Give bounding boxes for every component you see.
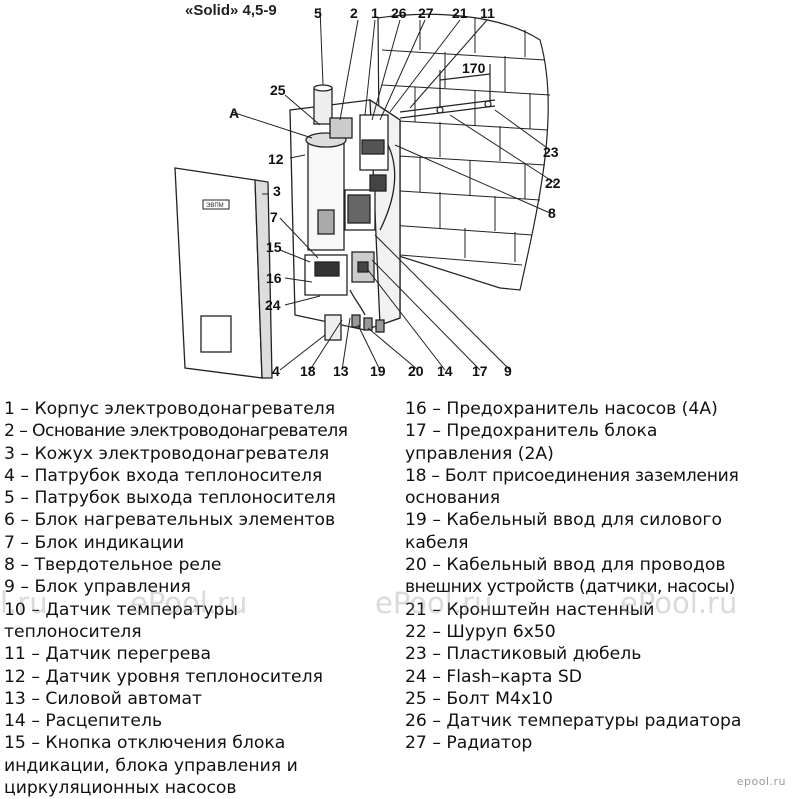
legend-item: 16 – Предохранитель насосов (4А) <box>405 399 718 419</box>
legend-item: 10 – Датчик температуры <box>4 599 239 620</box>
legend-item: 18 – Болт присоединения заземления <box>405 465 739 486</box>
callout-22: 22 <box>545 175 561 191</box>
legend-item: 24 – Flash–карта SD <box>405 666 583 687</box>
legend-item: 11 – Датчик перегрева <box>4 644 212 665</box>
legend-item: 6 – Блок нагревательных элементов <box>4 510 336 531</box>
callout-11: 11 <box>480 5 495 21</box>
callout-4: 4 <box>272 363 280 379</box>
legend-item-continuation: кабеля <box>405 532 469 553</box>
heater-body <box>289 84 401 341</box>
legend-item: 15 – Кнопка отключения блока <box>4 733 286 754</box>
legend-item: 4 – Патрубок входа теплоносителя <box>4 465 323 486</box>
callout-23: 23 <box>543 144 559 160</box>
legend-item: 20 – Кабельный ввод для проводов <box>405 555 726 576</box>
callout-leaders <box>231 7 556 371</box>
legend-item-continuation: внешних устройств (датчики, насосы) <box>405 577 735 598</box>
callout-19: 19 <box>370 363 386 379</box>
callout-18: 18 <box>300 363 316 379</box>
legend-item-continuation: циркуляционных насосов <box>4 778 237 799</box>
callout-a: A <box>229 105 239 121</box>
legend-item: 19 – Кабельный ввод для силового <box>405 510 722 531</box>
legend-item: 23 – Пластиковый дюбель <box>405 644 642 665</box>
legend-item: 5 – Патрубок выхода теплоносителя <box>4 488 336 509</box>
legend-item: 8 – Твердотельное реле <box>4 555 222 576</box>
dimension-label: 170 <box>462 60 486 76</box>
legend-item: 13 – Силовой автомат <box>4 688 203 709</box>
callout-5: 5 <box>314 5 322 21</box>
legend-item: 1 – Корпус электроводонагревателя <box>4 399 336 419</box>
legend-left-column: 1 – Корпус электроводонагревателя 2 – Ос… <box>4 398 399 799</box>
callout-15: 15 <box>266 239 282 255</box>
callout-17: 17 <box>472 363 488 379</box>
callout-12: 12 <box>268 151 284 167</box>
wall-bracket <box>399 64 496 119</box>
legend-item-continuation: теплоносителя <box>4 621 142 642</box>
legend-item: 12 – Датчик уровня теплоносителя <box>4 666 323 687</box>
legend-item: 14 – Расцепитель <box>4 711 163 732</box>
callout-2: 2 <box>350 5 358 21</box>
legend-item: 27 – Радиатор <box>405 733 533 754</box>
callout-8: 8 <box>548 205 556 221</box>
callout-21: 21 <box>452 5 468 21</box>
legend-item: 17 – Предохранитель блока <box>405 421 658 442</box>
corner-logo: epool.ru <box>736 775 786 788</box>
front-cover <box>174 167 273 379</box>
legend-item: 25 – Болт М4х10 <box>405 688 553 709</box>
heater-exploded-diagram: 170 ЭВПМ <box>174 5 561 379</box>
legend-item-continuation: индикации, блока управления и <box>4 755 298 776</box>
legend-item: 21 – Кронштейн настенный <box>405 599 655 620</box>
callout-13: 13 <box>333 363 349 379</box>
callout-9: 9 <box>504 363 512 379</box>
brick-wall <box>377 13 551 291</box>
legend-item: 22 – Шуруп 6х50 <box>405 621 556 642</box>
callout-16: 16 <box>266 270 282 286</box>
legend-item: 2 – Основание электроводонагревателя <box>4 421 348 442</box>
callout-3: 3 <box>273 183 281 199</box>
legend-item-continuation: управления (2А) <box>405 443 554 464</box>
legend-item: 7 – Блок индикации <box>4 532 185 553</box>
callout-27: 27 <box>418 5 434 21</box>
legend-item: 9 – Блок управления <box>4 577 191 598</box>
legend-item-continuation: основания <box>405 488 501 509</box>
legend-item: 3 – Кожух электроводонагревателя <box>4 443 330 464</box>
callout-7: 7 <box>270 209 278 225</box>
legend-right-column: 16 – Предохранитель насосов (4А) 17 – Пр… <box>405 398 797 755</box>
legend-item: 26 – Датчик температуры радиатора <box>405 711 742 732</box>
callout-14: 14 <box>437 363 453 379</box>
device-logo: ЭВПМ <box>206 203 224 209</box>
callout-25: 25 <box>270 82 286 98</box>
callout-20: 20 <box>408 363 424 379</box>
diagram-title: «Solid» 4,5-9 <box>185 2 277 19</box>
callout-24: 24 <box>265 297 281 313</box>
callout-1: 1 <box>371 5 379 21</box>
callout-26: 26 <box>391 5 407 21</box>
